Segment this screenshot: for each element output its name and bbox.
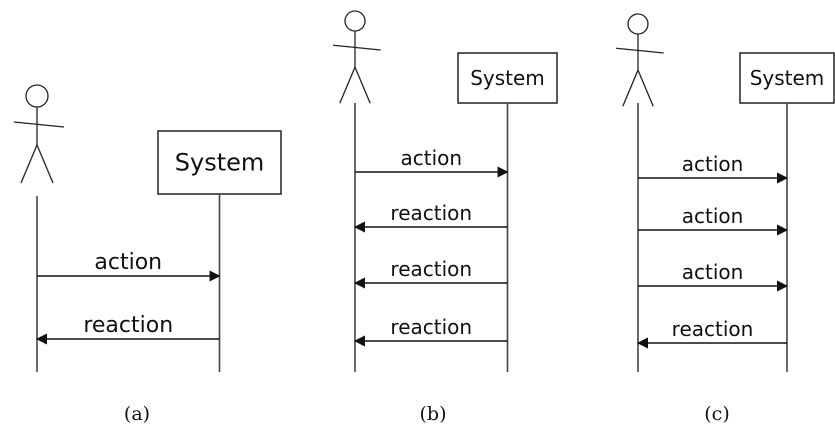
- system-box: [739, 52, 835, 104]
- message-label: reaction: [390, 315, 472, 339]
- actor-right-leg: [354, 66, 371, 104]
- message-label: reaction: [672, 317, 754, 341]
- sequence-diagram: System action reaction reaction reaction (b): [333, 10, 558, 425]
- actor-head: [344, 10, 366, 32]
- actor-figure: [13, 84, 65, 184]
- actor-figure: [333, 10, 381, 104]
- actor-head: [627, 13, 649, 35]
- message-label: action: [400, 146, 462, 170]
- message-label: action: [682, 204, 744, 228]
- sequence-diagram: System action reaction (a): [13, 84, 282, 425]
- actor-arms: [13, 121, 65, 128]
- actor-left-leg: [622, 69, 639, 107]
- diagram-caption: (a): [124, 403, 150, 425]
- sequence-diagram: System action action action reaction (c): [616, 13, 835, 425]
- system-box: [157, 130, 282, 195]
- actor-right-leg: [637, 69, 654, 107]
- message-label: action: [682, 152, 744, 176]
- diagram-caption: (c): [704, 403, 729, 425]
- message-label: reaction: [390, 257, 472, 281]
- actor-head: [25, 84, 49, 108]
- message-label: reaction: [83, 313, 173, 338]
- system-label: System: [750, 66, 825, 90]
- actor-arms: [333, 44, 381, 51]
- message-label: reaction: [390, 201, 472, 225]
- actor-right-leg: [36, 144, 54, 184]
- message-label: action: [94, 250, 162, 275]
- system-label: System: [175, 149, 265, 177]
- message-label: action: [682, 260, 744, 284]
- system-box: [457, 52, 558, 104]
- system-label: System: [470, 66, 545, 90]
- actor-figure: [616, 13, 664, 107]
- diagram-caption: (b): [420, 403, 447, 425]
- actor-arms: [616, 47, 664, 54]
- actor-left-leg: [339, 66, 356, 104]
- actor-left-leg: [20, 144, 38, 184]
